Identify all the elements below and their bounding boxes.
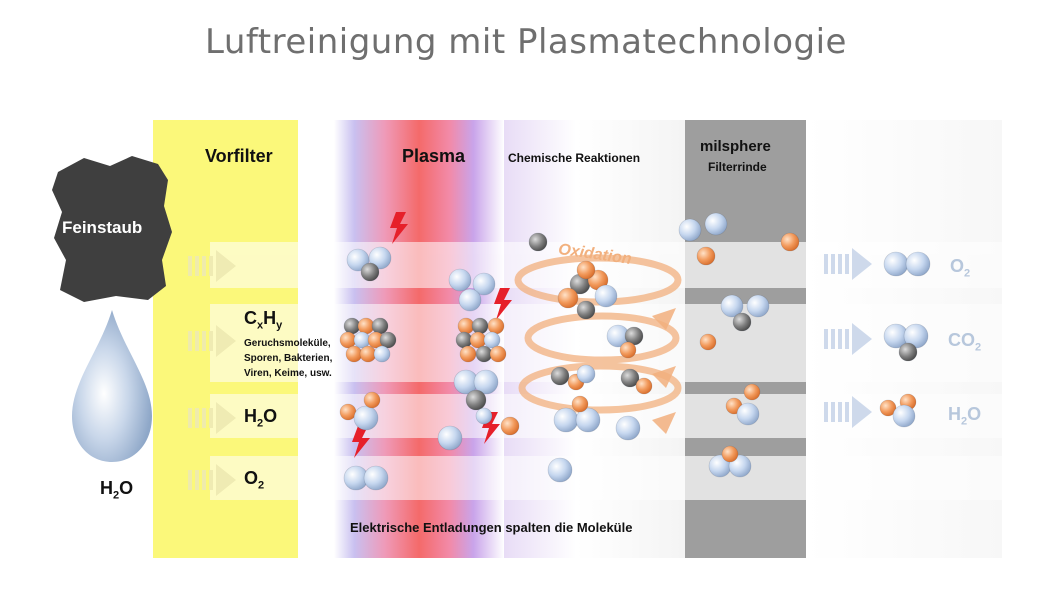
hydrogen-atom: [473, 369, 499, 395]
oxygen-atom: [357, 317, 375, 335]
hydrogen-atom: [547, 457, 573, 483]
carbon-atom: [898, 342, 918, 362]
oxygen-atom: [780, 232, 800, 252]
hydrogen-atom: [373, 345, 391, 363]
carbon-atom: [576, 300, 596, 320]
carbon-atom: [620, 368, 640, 388]
flow-bands-shade: [685, 242, 806, 500]
carbon-atom: [343, 317, 361, 335]
hydrogen-atom: [704, 212, 728, 236]
hydrogen-atom: [746, 294, 770, 318]
hydrogen-atom: [353, 331, 371, 349]
oxygen-atom: [489, 345, 507, 363]
hydrogen-atom: [678, 218, 702, 242]
hydrogen-atom: [576, 364, 596, 384]
carbon-atom: [550, 366, 570, 386]
plasma-diagram: Vorfilter Plasma Chemische Reaktionen mi…: [40, 120, 1002, 558]
hydrogen-atom: [720, 294, 744, 318]
carbon-atom: [465, 389, 487, 411]
cxhy-desc-2: Sporen, Bakterien,: [244, 353, 333, 364]
hydrogen-atom: [475, 407, 493, 425]
carbon-atom: [455, 331, 473, 349]
page-title: Luftreinigung mit Plasmatechnologie: [205, 22, 847, 62]
oxygen-atom: [557, 287, 579, 309]
oxygen-atom: [339, 331, 357, 349]
hydrogen-atom: [448, 268, 472, 292]
carbon-atom: [475, 345, 493, 363]
molecule-icon: [339, 212, 931, 491]
oxidation-arrowheads: [652, 308, 676, 434]
oxygen-atom: [743, 383, 761, 401]
hydrogen-atom: [736, 402, 760, 426]
cxhy-desc-1: Geruchsmoleküle,: [244, 338, 331, 349]
hydrogen-atom: [892, 404, 916, 428]
hydrogen-atom: [483, 331, 501, 349]
hydrogen-atom: [437, 425, 463, 451]
hydrogen-atom: [615, 415, 641, 441]
carbon-atom: [528, 232, 548, 252]
oxygen-atom: [457, 317, 475, 335]
co2-output-label: CO2: [948, 330, 982, 354]
feinstaub-label: Feinstaub: [62, 218, 143, 237]
oxygen-atom: [721, 445, 739, 463]
carbon-atom: [371, 317, 389, 335]
flow-arrow-icon: [188, 250, 236, 496]
milsphere-label: milsphere: [700, 138, 771, 155]
oxygen-atom: [469, 331, 487, 349]
oxygen-atom: [619, 341, 637, 359]
cxhy-label: CxHy: [244, 308, 283, 332]
hydrogen-atom: [594, 284, 618, 308]
oxygen-atom: [345, 345, 363, 363]
oxygen-atom: [363, 391, 381, 409]
hydrogen-atom: [575, 407, 601, 433]
hydrogen-atom: [458, 288, 482, 312]
water-source-label: H2O: [100, 478, 134, 502]
bottom-caption: Elektrische Entladungen spalten die Mole…: [350, 520, 633, 535]
oxygen-atom: [500, 416, 520, 436]
vorfilter-label: Vorfilter: [205, 146, 273, 166]
oxygen-atom: [696, 246, 716, 266]
o2-input-label: O2: [244, 468, 265, 492]
hydrogen-atom: [553, 407, 579, 433]
carbon-atom: [471, 317, 489, 335]
carbon-atom: [360, 262, 380, 282]
oxygen-atom: [635, 377, 653, 395]
reactions-label: Chemische Reaktionen: [508, 151, 641, 165]
hydrogen-atom: [363, 465, 389, 491]
flow-arrow-icon: [824, 248, 872, 428]
oxygen-atom: [459, 345, 477, 363]
oxygen-atom: [576, 260, 596, 280]
o2-output-label: O2: [950, 256, 971, 280]
hydrogen-atom: [346, 248, 370, 272]
carbon-atom: [379, 331, 397, 349]
oxygen-atom: [571, 395, 589, 413]
carbon-atom: [732, 312, 752, 332]
oxygen-atom: [699, 333, 717, 351]
plasma-label: Plasma: [402, 146, 466, 166]
filterrinde-label: Filterrinde: [708, 160, 767, 174]
h2o-input-label: H2O: [244, 406, 278, 430]
hydrogen-atom: [368, 246, 392, 270]
oxygen-atom: [339, 403, 357, 421]
oxygen-atom: [487, 317, 505, 335]
diagram-graphics: [40, 120, 1002, 558]
hydrogen-atom: [353, 405, 379, 431]
oxygen-atom: [359, 345, 377, 363]
oxygen-atom: [879, 399, 897, 417]
hydrogen-atom: [883, 251, 909, 277]
cxhy-desc-3: Viren, Keime, usw.: [244, 368, 332, 379]
water-drop-icon: [72, 310, 152, 462]
hydrogen-atom: [472, 272, 496, 296]
dust-cloud-icon: [52, 156, 172, 302]
h2o-output-label: H2O: [948, 404, 982, 428]
hydrogen-atom: [905, 251, 931, 277]
